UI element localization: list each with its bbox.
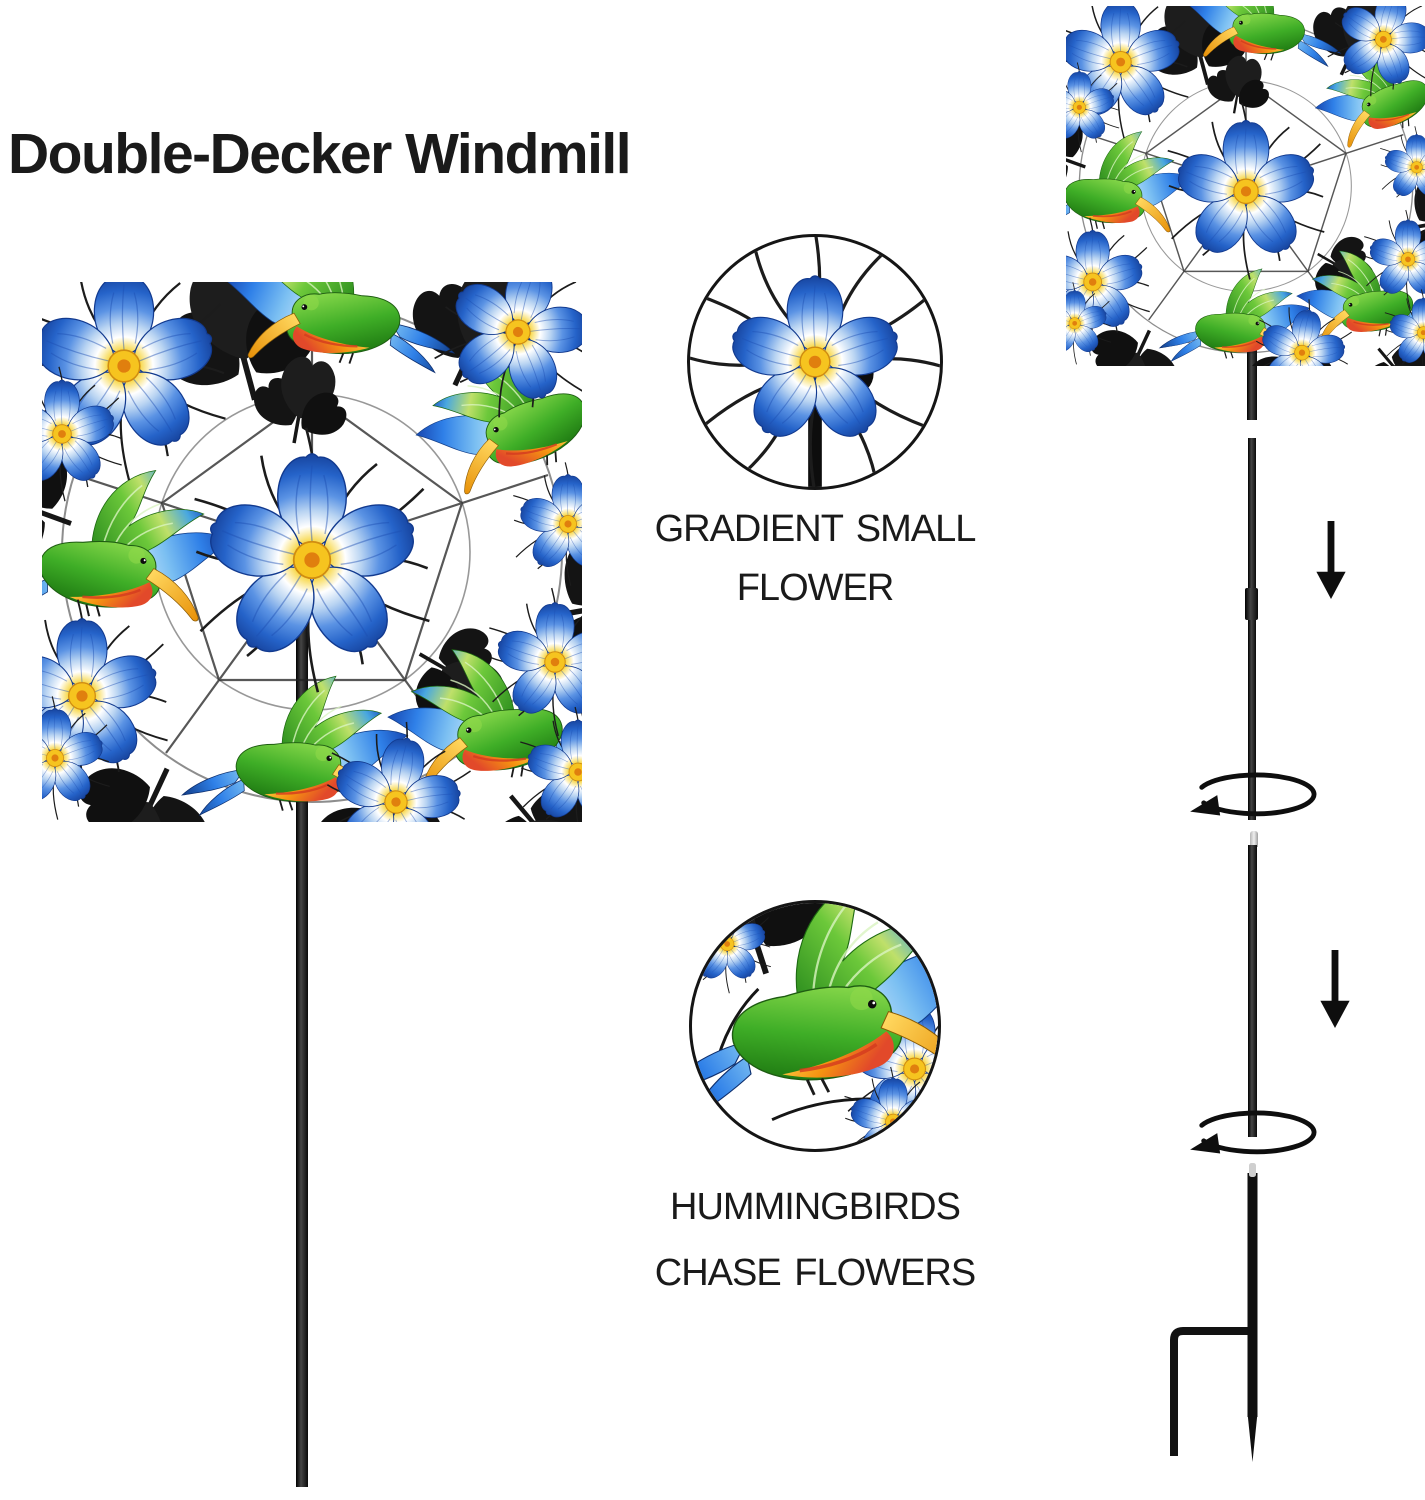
- ground-stake: [1170, 1163, 1258, 1462]
- pole-connector-tip: [1250, 831, 1258, 847]
- flower-caption: GRADIENT SMALL FLOWER: [565, 500, 1065, 618]
- windmill-head-icon: [42, 282, 582, 822]
- hummingbird-icon: [692, 903, 938, 1149]
- hummingbird-caption: HUMMINGBIRDS CHASE FLOWERS: [565, 1174, 1065, 1306]
- right-windmill-spinner-image: [1066, 6, 1425, 366]
- hummingbird-detail-callout: [689, 900, 941, 1152]
- rotate-arrow-icon: [1188, 1105, 1324, 1167]
- page-title: Double-Decker Windmill: [8, 122, 632, 186]
- rotate-arrow-icon: [1188, 767, 1324, 829]
- down-arrow-icon: [1320, 950, 1350, 1028]
- pole-connector-tip: [1249, 1163, 1256, 1177]
- hummingbird-caption-line2: CHASE FLOWERS: [654, 1252, 976, 1294]
- flower-detail-callout: [687, 234, 943, 490]
- small-flower-icon: [689, 900, 771, 993]
- left-windmill-spinner-image: [42, 282, 582, 822]
- assembly-head-pole-segment: [1247, 335, 1257, 420]
- flower-caption-line1: GRADIENT SMALL: [654, 508, 977, 550]
- small-flower-icon: [845, 1067, 941, 1152]
- flower-caption-line2: FLOWER: [736, 567, 895, 609]
- hummingbird-caption-line1: HUMMINGBIRDS: [670, 1186, 961, 1228]
- assembly-middle-pole-segment: [1248, 845, 1257, 1137]
- hummingbird-closeup-image: [692, 903, 938, 1149]
- stake-prong: [1170, 1327, 1252, 1456]
- pole-coupling-joint: [1245, 588, 1258, 620]
- down-arrow-icon: [1316, 521, 1346, 599]
- stake-spike-point: [1247, 1413, 1258, 1462]
- assembly-upper-pole-segment: [1248, 438, 1256, 820]
- stake-pole: [1247, 1173, 1258, 1417]
- windmill-head-icon: [1066, 6, 1425, 366]
- flower-closeup-image: [690, 237, 940, 487]
